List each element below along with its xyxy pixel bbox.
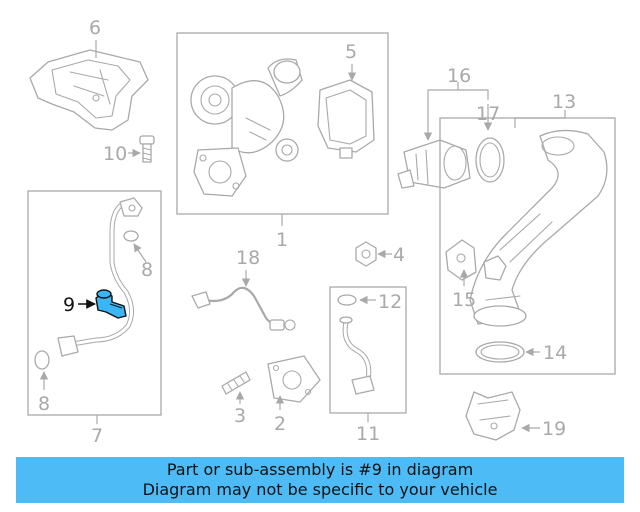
callout-17: 17 <box>476 103 500 125</box>
seal-ring-part-17[interactable] <box>475 137 505 183</box>
leader-8a <box>133 243 147 263</box>
callout-8-upper: 8 <box>141 259 153 281</box>
callout-10: 10 <box>103 143 127 165</box>
callout-2: 2 <box>274 413 286 435</box>
leader-13 <box>514 110 566 128</box>
banner-line-2: Diagram may not be specific to your vehi… <box>142 480 498 499</box>
bracket-part-19[interactable] <box>465 391 521 441</box>
washer-part-8-lower[interactable] <box>34 350 50 370</box>
callout-18: 18 <box>236 247 260 269</box>
callout-14: 14 <box>543 342 567 364</box>
bracket-part-15[interactable] <box>445 239 507 281</box>
fitting-part-9-highlighted[interactable] <box>95 289 127 319</box>
heat-shield-part-6[interactable] <box>29 49 149 131</box>
callout-16: 16 <box>447 65 471 87</box>
callout-8-lower: 8 <box>38 393 50 415</box>
callout-13: 13 <box>552 91 576 113</box>
info-banner-bg <box>16 457 624 503</box>
stud-part-3[interactable] <box>221 371 251 395</box>
intake-connector-part-16[interactable] <box>397 139 471 189</box>
group-box-7 <box>27 190 162 416</box>
oil-line-part-18[interactable] <box>191 286 296 331</box>
gasket-part-2[interactable] <box>267 355 321 403</box>
callout-12: 12 <box>378 291 402 313</box>
callout-1: 1 <box>276 229 288 251</box>
callout-4: 4 <box>393 244 405 266</box>
callout-15: 15 <box>452 289 476 311</box>
callout-19: 19 <box>542 418 566 440</box>
callout-6: 6 <box>89 17 101 39</box>
actuator-part-5[interactable] <box>317 79 375 159</box>
bolt-part-10[interactable] <box>139 135 155 163</box>
callout-3: 3 <box>234 405 246 427</box>
nut-part-4[interactable] <box>355 241 377 267</box>
washer-part-8-upper[interactable] <box>123 230 139 242</box>
callout-7: 7 <box>91 425 103 447</box>
callout-9: 9 <box>63 294 75 316</box>
callout-11: 11 <box>356 423 380 445</box>
bracket-16 <box>427 89 489 100</box>
line-assembly-part-7[interactable] <box>57 197 143 357</box>
turbocharger-part-1[interactable] <box>190 58 303 197</box>
seal-part-12[interactable] <box>337 294 357 306</box>
callout-5: 5 <box>345 41 357 63</box>
info-banner: Part or sub-assembly is #9 in diagram Di… <box>16 457 624 503</box>
o-ring-part-14[interactable] <box>475 341 525 363</box>
banner-line-1: Part or sub-assembly is #9 in diagram <box>166 460 474 479</box>
return-line-part-11[interactable] <box>339 316 375 395</box>
intake-pipe-part-13[interactable] <box>469 129 608 327</box>
